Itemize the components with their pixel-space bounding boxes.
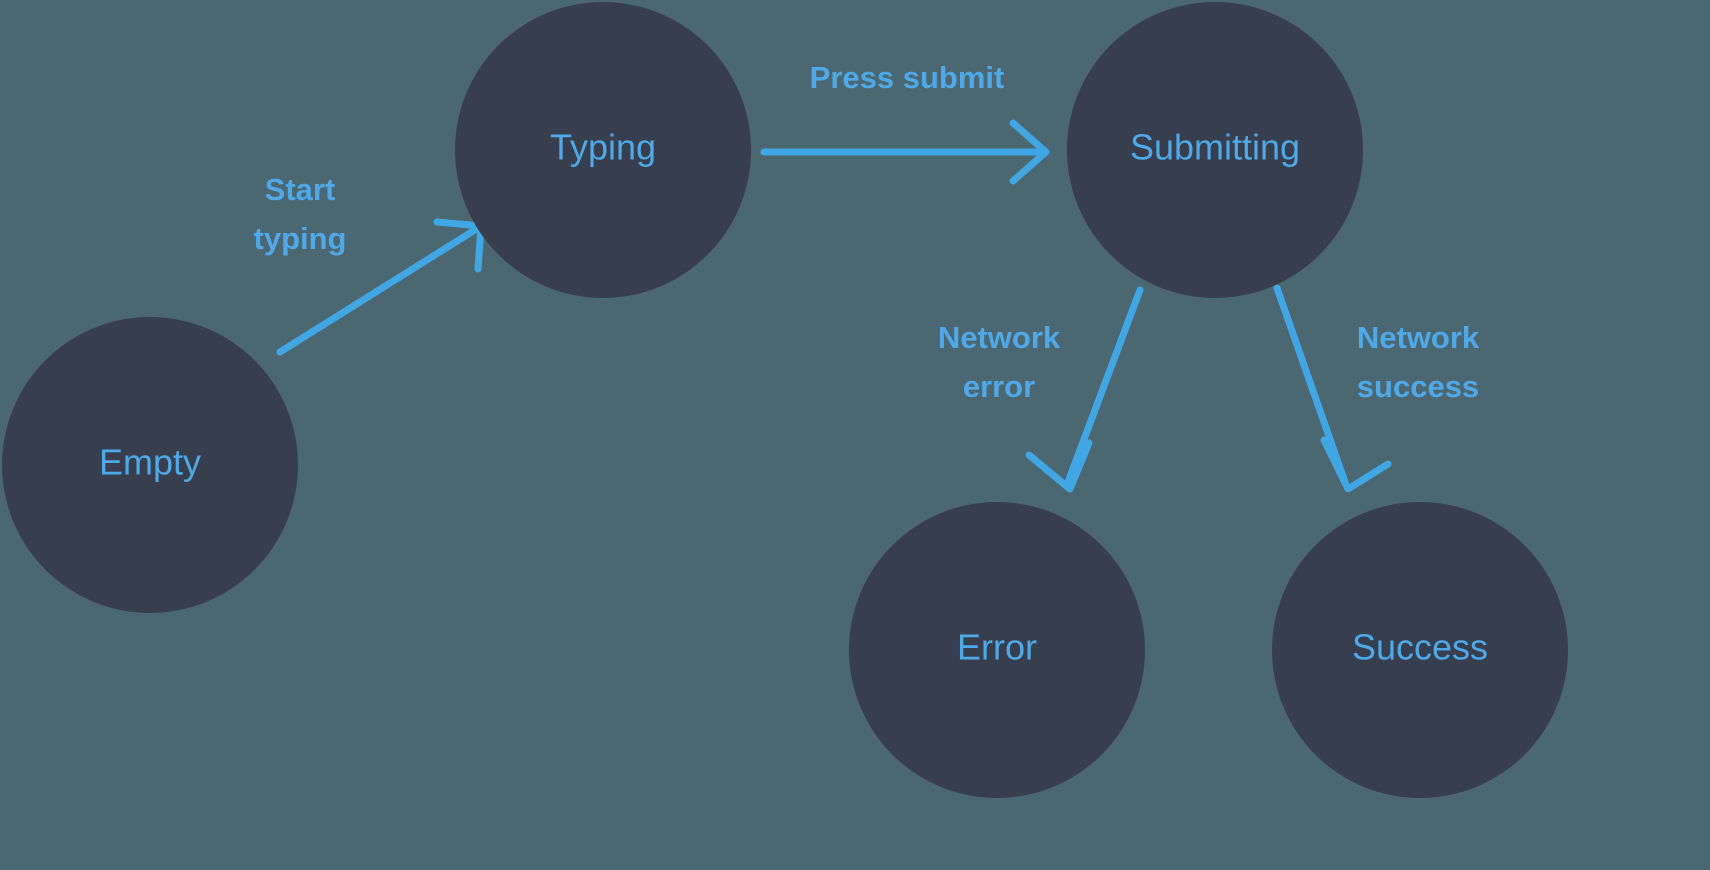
state-label-empty: Empty [99,442,201,483]
state-circle-success [1272,502,1568,798]
state-circle-empty [2,317,298,613]
edge-label-press-submit: Press submit [810,60,1005,95]
state-node-submitting[interactable]: Submitting [1067,2,1363,298]
state-circle-error [849,502,1145,798]
edge-label-network-error: Network [938,320,1061,355]
arrowhead-icon-network-success [1320,436,1392,493]
edge-typing-to-submitting[interactable]: Press submit [760,60,1050,185]
state-label-error: Error [957,627,1037,668]
edge-empty-to-typing[interactable]: Start typing [254,172,485,356]
edge-label-network-error-line2: error [963,369,1035,404]
edge-submitting-to-error[interactable]: Network error [938,286,1144,493]
arrowhead-icon-press-submit [1009,119,1050,185]
edge-line-start-typing [276,224,482,356]
state-node-success[interactable]: Success [1272,502,1568,798]
edge-line-network-error [1064,286,1144,486]
edge-label-start-typing: Start [265,172,336,207]
state-node-error[interactable]: Error [849,502,1145,798]
state-label-typing: Typing [550,127,656,168]
edge-submitting-to-success[interactable]: Network success [1273,284,1480,493]
state-label-success: Success [1352,627,1488,668]
state-node-empty[interactable]: Empty [2,317,298,613]
nodes-layer: Empty Typing Submitting Error Success [2,2,1568,798]
state-label-submitting: Submitting [1130,127,1300,168]
edge-line-network-success [1273,284,1349,486]
arrowhead-icon-network-error [1025,439,1093,493]
state-circle-typing [455,2,751,298]
edge-label-start-typing-line2: typing [254,221,347,256]
edge-label-network-success: Network [1357,320,1480,355]
edge-label-network-success-line2: success [1357,369,1479,404]
edges-layer: Start typing Press submit Network error … [254,60,1480,493]
state-node-typing[interactable]: Typing [455,2,751,298]
state-circle-submitting [1067,2,1363,298]
